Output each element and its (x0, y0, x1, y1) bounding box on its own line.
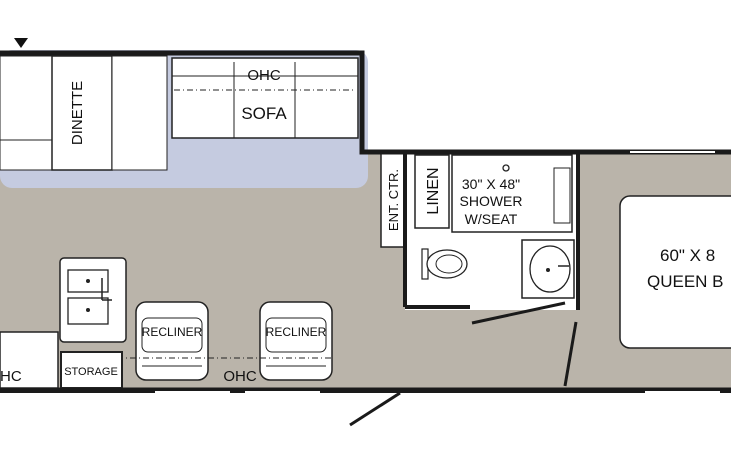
kitchen-sink-icon (67, 269, 112, 325)
rear-wall-band (0, 388, 731, 393)
slide-out-wall (0, 50, 378, 155)
left-cabinet (0, 331, 59, 389)
recliner-2 (259, 301, 333, 381)
storage-label: STORAGE (64, 366, 118, 378)
shower-seat (553, 167, 571, 224)
bedroom-door (563, 321, 578, 387)
dinette-bench-left (0, 55, 53, 171)
ohc-bottom-label: OHC (223, 368, 257, 385)
shower-label-1: 30" X 48" (462, 176, 520, 192)
bath-door (471, 301, 566, 325)
recliner-1 (135, 301, 209, 381)
recliner-2-label: RECLINER (266, 325, 327, 339)
dinette-bench-right (111, 55, 168, 171)
bed-label-1: 60" X 8 (660, 246, 715, 265)
entry-door (349, 391, 401, 427)
ent-center (380, 151, 406, 248)
dinette-label: DINETTE (69, 81, 86, 145)
dinette-table (51, 55, 113, 171)
sofa (171, 57, 359, 139)
bed-label-2: QUEEN B (647, 272, 724, 291)
linen-label: LINEN (425, 167, 442, 214)
shower-label-2: SHOWER (460, 193, 523, 209)
ent-ctr-label: ENT. CTR. (386, 169, 401, 231)
ohc-left-label: HC (0, 368, 22, 385)
recliner-1-label: RECLINER (142, 325, 203, 339)
sofa-label: SOFA (241, 104, 287, 123)
bath-sink-icon (521, 239, 575, 299)
front-marker-icon (14, 38, 28, 48)
ohc-sofa-label: OHC (247, 67, 281, 84)
shower-label-3: W/SEAT (465, 211, 518, 227)
toilet-icon (421, 248, 468, 280)
shower (451, 154, 573, 233)
shower-drain-icon (502, 164, 510, 172)
queen-bed (619, 195, 731, 349)
linen-closet (414, 154, 450, 229)
